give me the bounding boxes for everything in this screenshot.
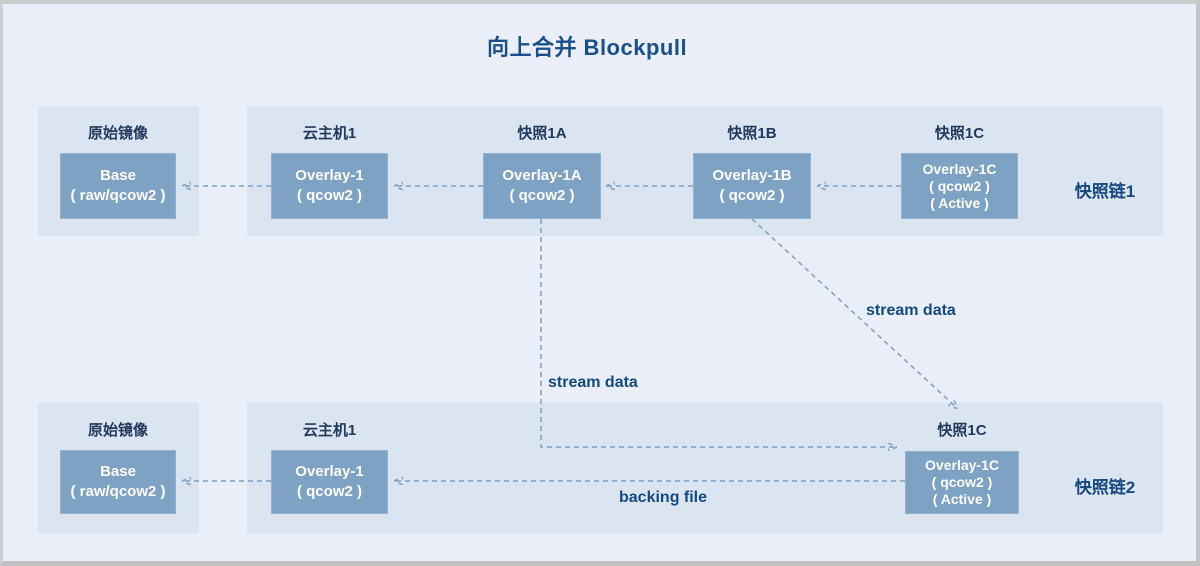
label-base-chain1: 原始镜像	[87, 125, 148, 142]
node-title: Overlay-1B	[712, 167, 792, 184]
node-title: Overlay-1	[295, 167, 364, 184]
node-base-chain1: Base ( raw/qcow2 )	[60, 153, 176, 219]
label-cloud-host1: 云主机1	[302, 125, 357, 142]
label-base-chain2: 原始镜像	[87, 422, 148, 439]
label-snapshot-1c: 快照1C	[934, 125, 985, 142]
node-title: Overlay-1	[295, 463, 364, 480]
chain1-name: 快照链1	[1074, 182, 1136, 201]
node-title: Overlay-1C	[922, 160, 997, 177]
node-state: ( Active )	[930, 194, 989, 211]
node-overlay-1-chain1: Overlay-1 ( qcow2 )	[271, 153, 388, 219]
label-snapshot-1a: 快照1A	[517, 125, 567, 142]
node-format: ( qcow2 )	[719, 187, 785, 204]
chain2-name: 快照链2	[1074, 478, 1136, 497]
node-format: ( raw/qcow2 )	[70, 187, 166, 204]
label-snapshot-1c-c2: 快照1C	[937, 422, 987, 439]
node-format: ( qcow2 )	[509, 187, 575, 204]
diagram-title: 向上合并 Blockpull	[486, 35, 688, 60]
label-snapshot-1b: 快照1B	[727, 125, 777, 142]
node-state: ( Active )	[932, 491, 992, 507]
node-title: Base	[100, 463, 136, 480]
node-overlay-1a: Overlay-1A ( qcow2 )	[483, 153, 601, 219]
node-title: Overlay-1A	[502, 167, 582, 184]
node-overlay-1c-chain2: Overlay-1C ( qcow2 ) ( Active )	[905, 451, 1019, 514]
node-format: ( raw/qcow2 )	[70, 483, 166, 500]
node-format: ( qcow2 )	[929, 177, 990, 194]
node-title: Base	[100, 167, 136, 184]
label-cloud-host1-c2: 云主机1	[302, 422, 357, 439]
node-overlay-1-chain2: Overlay-1 ( qcow2 )	[271, 450, 388, 514]
node-base-chain2: Base ( raw/qcow2 )	[60, 450, 176, 514]
node-overlay-1b: Overlay-1B ( qcow2 )	[693, 153, 811, 219]
annotation-stream-data-right: stream data	[866, 302, 956, 319]
node-title: Overlay-1C	[925, 457, 999, 473]
node-overlay-1c-chain1: Overlay-1C ( qcow2 ) ( Active )	[901, 153, 1018, 219]
node-format: ( qcow2 )	[296, 483, 362, 500]
annotation-backing-file: backing file	[619, 489, 708, 506]
node-format: ( qcow2 )	[931, 474, 993, 490]
node-format: ( qcow2 )	[296, 187, 362, 204]
annotation-stream-data-left: stream data	[548, 374, 638, 391]
